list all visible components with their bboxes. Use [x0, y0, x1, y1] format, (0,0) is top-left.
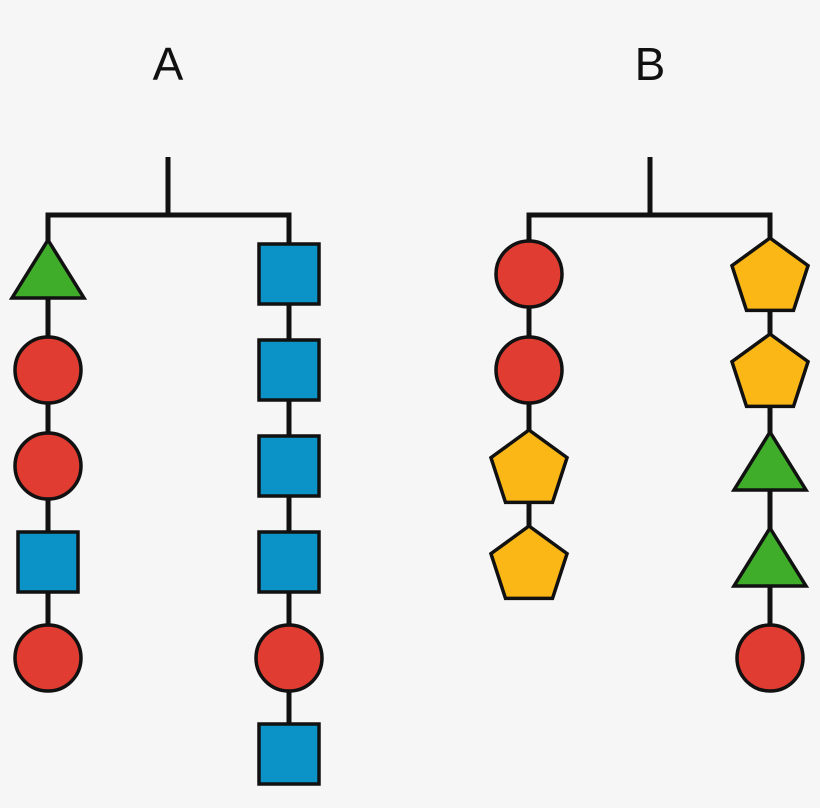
mobile-a-branch-1-square-4	[16, 530, 80, 594]
mobile-b-label: B	[635, 38, 666, 90]
mobile-a-branch-2-square-6	[257, 722, 321, 786]
mobile-a-branch-1-circle-3	[13, 431, 83, 501]
mobile-b-branch-1-pentagon-4	[488, 523, 570, 601]
mobile-b-branch-2-circle-5	[735, 623, 805, 693]
mobile-b-branch-1-circle-2	[494, 335, 564, 405]
mobile-a-branch-2-circle-5	[254, 623, 324, 693]
mobile-b-branch-1-circle-1	[494, 239, 564, 309]
mobile-a: A	[8, 38, 324, 786]
mobile-a-branch-2-square-4	[257, 530, 321, 594]
mobile-a-label: A	[153, 38, 184, 90]
mobile-a-branch-2-square-2	[257, 338, 321, 402]
mobile-a-branch-1-triangle-1	[8, 236, 88, 300]
mobile-b-branch-2-triangle-4	[730, 524, 810, 588]
mobile-a-branch-1-circle-5	[13, 623, 83, 693]
mobile-a-branch-2-square-3	[257, 434, 321, 498]
mobile-b-branch-2-triangle-3	[730, 428, 810, 492]
mobile-b-branch-1-pentagon-3	[488, 427, 570, 505]
mobile-b-branch-2-pentagon-1	[729, 235, 811, 313]
mobile-a-branch-1-circle-2	[13, 335, 83, 405]
mobile-b: B	[488, 38, 811, 693]
mobile-a-branch-2-square-1	[257, 242, 321, 306]
mobile-b-branch-2-pentagon-2	[729, 331, 811, 409]
